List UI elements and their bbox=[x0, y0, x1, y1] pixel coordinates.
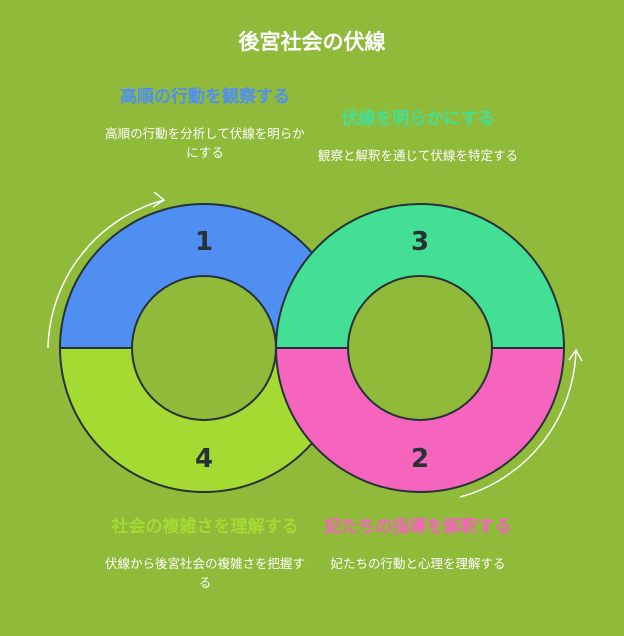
flow-arrow-left-curve bbox=[47, 199, 165, 349]
flow-arrow-left-head-icon bbox=[152, 191, 166, 208]
step-number-2: 2 bbox=[411, 444, 429, 474]
step-1-block: 高順の行動を観察する 高順の行動を分析して伏線を明らかにする bbox=[100, 86, 310, 162]
flow-arrow-right-head-icon bbox=[568, 348, 583, 362]
step-4-heading: 社会の複雑さを理解する bbox=[111, 517, 299, 537]
page-title: 後宮社会の伏線 bbox=[238, 30, 386, 54]
step-number-4: 4 bbox=[195, 444, 213, 474]
step-2-heading: 妃たちの指導を解釈する bbox=[324, 517, 512, 537]
step-2-block: 妃たちの指導を解釈する 妃たちの行動と心理を理解する bbox=[318, 516, 518, 573]
step-1-description: 高順の行動を分析して伏線を明らかにする bbox=[105, 126, 305, 160]
step-3-block: 伏線を明らかにする 観察と解釈を通じて伏線を特定する bbox=[318, 108, 518, 165]
step-3-description: 観察と解釈を通じて伏線を特定する bbox=[318, 148, 519, 163]
step-number-1: 1 bbox=[195, 227, 213, 257]
step-1-heading: 高順の行動を観察する bbox=[120, 87, 290, 107]
segment-2 bbox=[274, 347, 566, 493]
step-4-block: 社会の複雑さを理解する 伏線から後宮社会の複雑さを把握する bbox=[100, 516, 310, 592]
step-2-description: 妃たちの行動と心理を理解する bbox=[330, 556, 506, 571]
step-number-3: 3 bbox=[411, 227, 429, 257]
flow-arrow-right-curve bbox=[459, 349, 577, 498]
segment-3 bbox=[274, 203, 566, 349]
step-4-description: 伏線から後宮社会の複雑さを把握する bbox=[104, 556, 305, 590]
step-3-heading: 伏線を明らかにする bbox=[341, 109, 495, 129]
